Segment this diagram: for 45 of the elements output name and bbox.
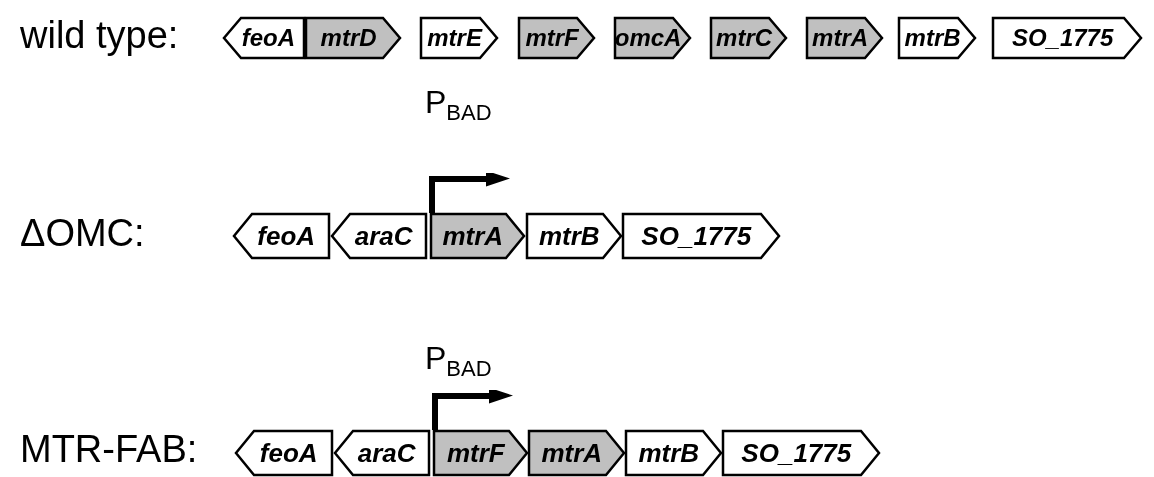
gene-name: mtrB [637, 436, 701, 470]
gene-name: feoA [256, 219, 317, 253]
gene-name: mtrA [811, 23, 870, 53]
gene-symbol [622, 213, 780, 259]
gene-symbol [625, 430, 722, 476]
gene-symbol [420, 17, 498, 59]
gene-name: feoA [240, 23, 297, 53]
gene-symbol [235, 430, 333, 476]
gene-symbol [722, 430, 880, 476]
gene-name: araC [353, 219, 414, 253]
gene-name: mtrC [715, 23, 774, 53]
gene-symbol [992, 17, 1142, 59]
gene-symbol [710, 17, 787, 59]
gene-symbol [526, 213, 622, 259]
gene-symbol [528, 430, 625, 476]
gene-symbol [223, 17, 305, 59]
gene-symbol [305, 17, 401, 59]
gene-symbol [334, 430, 430, 476]
row-label: ΔOMC: [20, 212, 145, 255]
gene-symbol [430, 213, 525, 259]
gene-name: mtrA [441, 219, 505, 253]
gene-symbol [433, 430, 528, 476]
gene-symbol [518, 17, 595, 59]
gene-name: omcA [616, 23, 681, 53]
gene-name: SO_1775 [740, 436, 853, 470]
promoter-label: P$_{BAD}$ [425, 340, 492, 383]
gene-name: mtrE [426, 23, 484, 53]
row-label: MTR-FAB: [20, 428, 198, 471]
gene-name: mtrD [319, 23, 378, 53]
gene-name: SO_1775 [640, 219, 753, 253]
gene-name: araC [356, 436, 417, 470]
gene-name: mtrA [540, 436, 604, 470]
promoter-label: P$_{BAD}$ [425, 84, 492, 127]
gene-name: mtrB [903, 23, 962, 53]
gene-name: mtrF [445, 436, 506, 470]
gene-symbol [614, 17, 691, 59]
gene-symbol [233, 213, 330, 259]
gene-name: mtrB [537, 219, 601, 253]
gene-name: SO_1775 [1010, 23, 1115, 53]
gene-name: mtrF [524, 23, 580, 53]
gene-symbol [898, 17, 976, 59]
gene-name: feoA [258, 436, 319, 470]
gene-symbol [806, 17, 883, 59]
gene-symbol [331, 213, 427, 259]
row-label: wild type: [20, 14, 179, 57]
